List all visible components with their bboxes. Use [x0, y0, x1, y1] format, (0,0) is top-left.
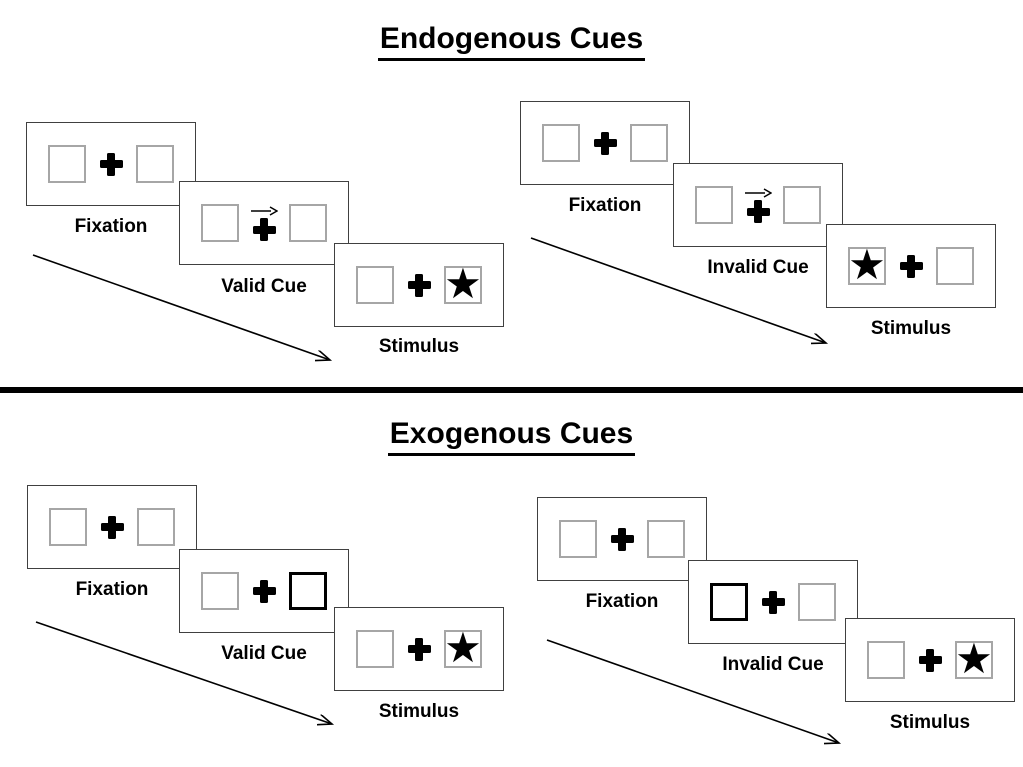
- right-placeholder-box: [630, 124, 668, 162]
- frame-label: Stimulus: [378, 336, 460, 357]
- endogenous-valid-stimulus-panel: ★: [334, 243, 504, 327]
- star-icon: ★: [848, 240, 886, 289]
- exogenous-invalid-fixation-panel: [537, 497, 707, 581]
- frame-label: Valid Cue: [221, 643, 307, 664]
- fixation-cross-icon: [899, 254, 923, 278]
- highlighted-cue-box: [289, 572, 327, 610]
- left-placeholder-box: [49, 508, 87, 546]
- left-placeholder-box: [201, 204, 239, 242]
- time-arrow: [32, 254, 340, 370]
- left-placeholder-box: [867, 641, 905, 679]
- frame-label: Stimulus: [870, 318, 952, 339]
- right-arrow-icon: [251, 206, 278, 216]
- fixation-cross-icon: [252, 579, 276, 603]
- right-placeholder-box: [136, 145, 174, 183]
- left-placeholder-box: [356, 266, 394, 304]
- endogenous-invalid-cue-panel: [673, 163, 843, 247]
- time-arrow: [35, 621, 342, 734]
- right-arrow-icon: [745, 188, 772, 198]
- endogenous-invalid-fixation-panel: [520, 101, 690, 185]
- star-icon: ★: [444, 623, 482, 672]
- right-placeholder-box: [798, 583, 836, 621]
- endogenous-invalid-stimulus-panel: ★: [826, 224, 996, 308]
- star-target-box: ★: [848, 240, 886, 289]
- frame-label: Stimulus: [378, 701, 460, 722]
- section-title-text: Exogenous Cues: [387, 417, 636, 456]
- section-title-text: Endogenous Cues: [377, 22, 646, 61]
- left-placeholder-box: [356, 630, 394, 668]
- fixation-cross-icon: [99, 152, 123, 176]
- fixation-cross-icon: [100, 515, 124, 539]
- star-target-box: ★: [444, 259, 482, 308]
- left-placeholder-box: [201, 572, 239, 610]
- central-symbols: [744, 187, 772, 223]
- fixation-cross-icon: [593, 131, 617, 155]
- fixation-cross-icon: [407, 273, 431, 297]
- right-placeholder-box: [289, 204, 327, 242]
- fixation-cross-icon: [918, 648, 942, 672]
- section-title-exogenous: Exogenous Cues: [0, 417, 1023, 456]
- exogenous-valid-stimulus-panel: ★: [334, 607, 504, 691]
- time-arrow: [546, 639, 849, 753]
- time-arrow: [530, 237, 836, 353]
- star-target-box: ★: [955, 634, 993, 683]
- frame-label: Invalid Cue: [722, 654, 824, 675]
- star-icon: ★: [444, 259, 482, 308]
- left-placeholder-box: [48, 145, 86, 183]
- section-title-endogenous: Endogenous Cues: [0, 22, 1023, 61]
- frame-label: Fixation: [585, 591, 659, 612]
- fixation-cross-icon: [761, 590, 785, 614]
- exogenous-invalid-cue-panel: [688, 560, 858, 644]
- left-placeholder-box: [695, 186, 733, 224]
- central-symbols: [250, 205, 278, 241]
- highlighted-cue-box: [710, 583, 748, 621]
- left-placeholder-box: [542, 124, 580, 162]
- fixation-cross-icon: [252, 218, 276, 241]
- frame-label: Fixation: [75, 579, 149, 600]
- fixation-cross-icon: [610, 527, 634, 551]
- left-placeholder-box: [559, 520, 597, 558]
- exogenous-valid-cue-panel: [179, 549, 349, 633]
- right-placeholder-box: [783, 186, 821, 224]
- frame-label: Invalid Cue: [707, 257, 809, 278]
- endogenous-valid-fixation-panel: [26, 122, 196, 206]
- exogenous-invalid-stimulus-panel: ★: [845, 618, 1015, 702]
- frame-label: Fixation: [74, 216, 148, 237]
- frame-label: Stimulus: [889, 712, 971, 733]
- right-placeholder-box: [936, 247, 974, 285]
- fixation-cross-icon: [407, 637, 431, 661]
- star-target-box: ★: [444, 623, 482, 672]
- frame-label: Valid Cue: [221, 276, 307, 297]
- star-icon: ★: [955, 634, 993, 683]
- exogenous-valid-fixation-panel: [27, 485, 197, 569]
- right-placeholder-box: [647, 520, 685, 558]
- right-placeholder-box: [137, 508, 175, 546]
- section-divider: [0, 387, 1023, 393]
- frame-label: Fixation: [568, 195, 642, 216]
- fixation-cross-icon: [746, 200, 770, 223]
- endogenous-valid-cue-panel: [179, 181, 349, 265]
